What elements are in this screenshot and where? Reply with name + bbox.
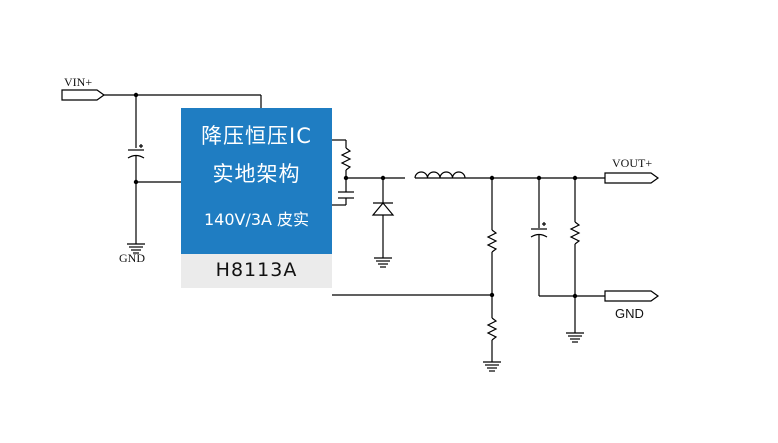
gnd-port-symbol <box>604 290 660 302</box>
ic-block: 降压恒压IC 实地架构 140V/3A 皮实 <box>181 108 332 254</box>
inductor <box>405 171 466 180</box>
fb-ground-symbol <box>483 361 501 372</box>
ic-rating: 140V/3A 皮实 <box>203 210 310 229</box>
boot-resistor <box>340 147 352 171</box>
junction-dots <box>133 92 578 299</box>
load-resistor <box>569 221 581 245</box>
vout-port-symbol <box>604 172 660 184</box>
gnd-right-label: GND <box>615 306 644 321</box>
output-ground-symbol <box>566 332 584 343</box>
diode-ground-symbol <box>374 257 392 268</box>
ic-title-line2: 实地架构 <box>212 162 301 186</box>
gnd-left-label: GND <box>119 251 145 265</box>
fb-upper-resistor <box>486 229 498 253</box>
vin-port-symbol <box>61 89 106 101</box>
part-number: H8113A <box>215 259 298 281</box>
part-number-block: H8113A <box>181 254 332 288</box>
freewheel-diode <box>371 202 395 216</box>
input-capacitor <box>127 144 145 159</box>
vout-label: VOUT+ <box>612 156 653 170</box>
left-ground-symbol <box>127 243 145 254</box>
output-capacitor <box>530 222 548 238</box>
ic-title-line1: 降压恒压IC <box>201 124 312 148</box>
vin-label: VIN+ <box>64 75 93 89</box>
fb-lower-resistor <box>486 317 498 341</box>
